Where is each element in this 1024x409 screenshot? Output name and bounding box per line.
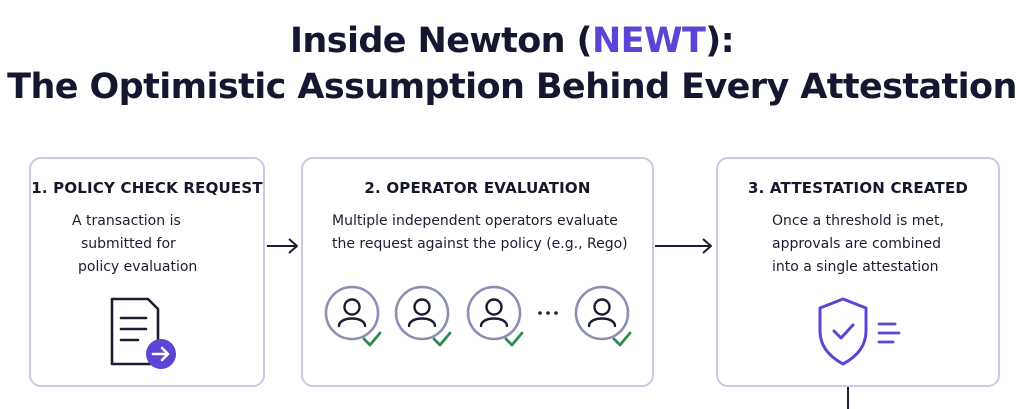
title-suffix: ): <box>705 21 735 61</box>
desc-line: approvals are combined <box>772 236 942 252</box>
title-prefix: Inside Newton ( <box>289 21 593 61</box>
operator-user-icon <box>466 285 522 341</box>
step-label: 1. POLICY CHECK REQUEST <box>31 179 263 197</box>
step-description: Once a threshold is met, approvals are c… <box>772 210 944 279</box>
shield-check-icon <box>818 297 901 366</box>
desc-line: into a single attestation <box>772 259 939 275</box>
title-accent-ticker: NEWT <box>591 21 706 61</box>
title-line-2: The Optimistic Assumption Behind Every A… <box>7 67 1017 107</box>
check-icon <box>504 331 524 347</box>
flow-arrow <box>267 238 298 254</box>
operator-user-icon <box>574 285 630 341</box>
connector-line <box>847 387 849 409</box>
diagram-title: Inside Newton (NEWT): The Optimistic Ass… <box>0 18 1024 110</box>
check-icon <box>612 331 632 347</box>
desc-line: A transaction is <box>72 213 181 229</box>
step-label: 3. ATTESTATION CREATED <box>747 179 969 197</box>
operator-row <box>324 285 632 347</box>
step-card-operator-evaluation: 2. OPERATOR EVALUATION Multiple independ… <box>301 157 654 387</box>
flow-arrow <box>655 238 712 254</box>
desc-line: policy evaluation <box>78 259 198 275</box>
check-icon <box>432 331 452 347</box>
desc-line: the request against the policy (e.g., Re… <box>332 236 628 252</box>
title-line-1: Inside Newton (NEWT): <box>0 18 1024 64</box>
desc-line: submitted for <box>81 236 176 252</box>
desc-line: Once a threshold is met, <box>772 213 944 229</box>
ellipsis-icon <box>538 311 558 315</box>
check-icon <box>362 331 382 347</box>
document-with-arrow-icon <box>110 297 176 369</box>
step-card-attestation-created: 3. ATTESTATION CREATED Once a threshold … <box>716 157 1000 387</box>
operator-user-icon <box>324 285 380 341</box>
operator-user-icon <box>394 285 450 341</box>
step-description: A transaction is submitted for policy ev… <box>69 210 197 279</box>
step-description: Multiple independent operators evaluate … <box>332 210 628 256</box>
step-label: 2. OPERATOR EVALUATION <box>364 179 591 197</box>
step-card-policy-check: 1. POLICY CHECK REQUEST A transaction is… <box>29 157 265 387</box>
desc-line: Multiple independent operators evaluate <box>332 213 618 229</box>
